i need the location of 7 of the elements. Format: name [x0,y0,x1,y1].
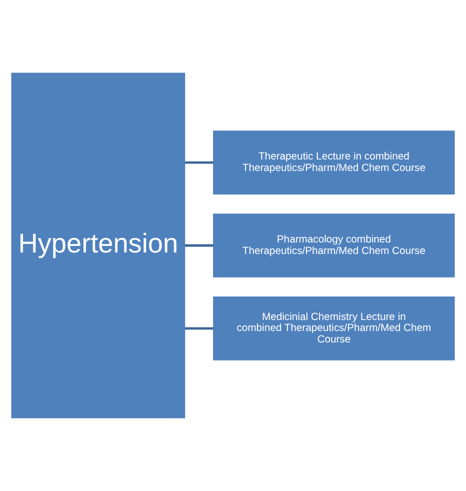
node-box: Pharmacology combined Therapeutics/Pharm/Med Chem Course [213,214,455,278]
connector [184,327,214,330]
node-box: Therapeutic Lecture in combined Therapeutics/Pharm/Med Chem Course [213,130,455,194]
node-box: Medicinial Chemistry Lecture in combined Therapeutics/Pharm/Med Chem Course [213,296,455,360]
connector [184,244,214,247]
connector [184,161,214,164]
node-box: Hypertension [11,72,186,418]
